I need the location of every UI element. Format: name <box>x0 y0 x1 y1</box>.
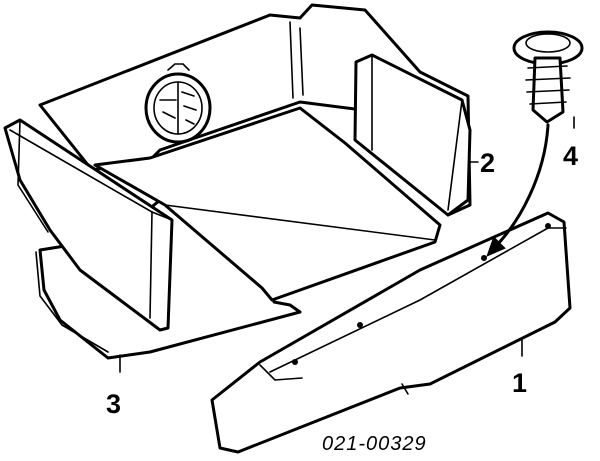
push-clip-fastener-icon <box>512 30 584 124</box>
part-1-side-panel <box>210 211 572 454</box>
leader-lines <box>119 116 575 373</box>
alfa-romeo-emblem-icon <box>144 63 212 144</box>
callout-4: 4 <box>563 141 578 171</box>
install-arrow <box>486 123 550 257</box>
callout-3: 3 <box>106 389 121 419</box>
callout-2: 2 <box>480 148 495 178</box>
part-2-trunk-liner <box>3 3 472 332</box>
diagram-number: 021-00329 <box>322 433 427 455</box>
callout-1: 1 <box>512 368 527 398</box>
